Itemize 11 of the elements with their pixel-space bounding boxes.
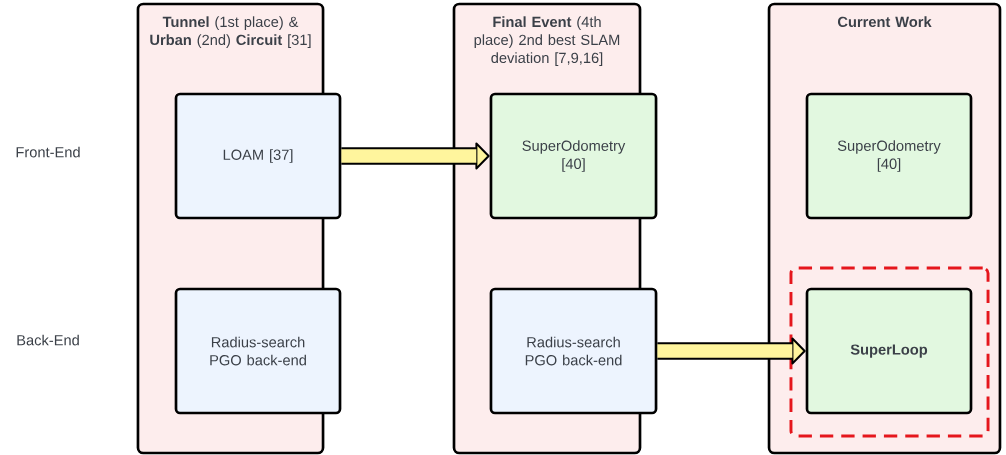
module-box: SuperOdometry [40] xyxy=(489,92,658,220)
module-box: SuperLoop xyxy=(805,287,973,415)
row-label: Back-End xyxy=(17,334,79,346)
block-arrow xyxy=(657,337,806,365)
module-box: SuperOdometry [40] xyxy=(805,92,973,220)
module-box: Radius-search PGO back-end xyxy=(489,287,658,415)
highlight-box xyxy=(789,266,990,438)
block-arrow xyxy=(341,142,490,170)
module-box: Radius-search PGO back-end xyxy=(174,287,342,415)
row-label: Front-End xyxy=(16,146,80,158)
module-box: LOAM [37] xyxy=(174,92,342,220)
